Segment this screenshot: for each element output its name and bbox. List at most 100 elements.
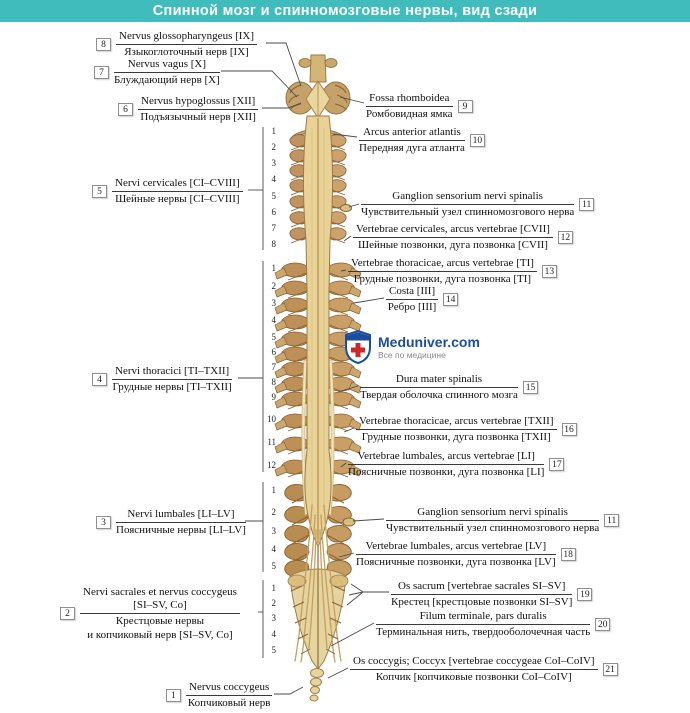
label-ref-number: 11 bbox=[604, 514, 620, 528]
label-nervi-sacrales-coccygeus: 2 Nervi sacrales et nervus coccygeus [SI… bbox=[60, 586, 240, 642]
label-russian: Ромбовидная ямка bbox=[366, 108, 453, 121]
label-latin: Nervi sacrales et nervus coccygeus bbox=[83, 586, 237, 598]
label-russian: Твердая оболочка спинного мозга bbox=[360, 389, 518, 402]
label-latin: Filum terminale, pars duralis bbox=[376, 610, 591, 626]
label-russian: Копчиковый нерв bbox=[187, 697, 271, 710]
label-latin: Nervus glossopharyngeus [IX] bbox=[116, 30, 258, 46]
label-latin: Nervus coccygeus bbox=[186, 681, 273, 697]
label-os-sacrum: Os sacrum [vertebrae sacrales SI–SV]Крес… bbox=[391, 580, 593, 609]
label-ref-number: 18 bbox=[560, 548, 576, 562]
leader-lines bbox=[221, 42, 389, 695]
label-ref-number: 14 bbox=[443, 293, 459, 307]
label-latin: Vertebrae thoracicae, arcus vertebrae [T… bbox=[356, 415, 557, 431]
label-latin: Os sacrum [vertebrae sacrales SI–SV] bbox=[391, 580, 573, 596]
label-russian: Блуждающий нерв [X] bbox=[114, 74, 220, 87]
logo-name: Meduniver.com bbox=[378, 334, 480, 350]
label-russian: Шейные нервы [CI–CVIII] bbox=[115, 193, 240, 206]
label-nervus-vagus: 7 Nervus vagus [X]Блуждающий нерв [X] bbox=[94, 58, 220, 87]
figure-title-bar: Спинной мозг и спинномозговые нервы, вид… bbox=[0, 0, 690, 22]
spinal-ganglion-cervical bbox=[340, 204, 352, 212]
label-arcus-vertebrae-li: Vertebrae lumbales, arcus vertebrae [LI]… bbox=[348, 450, 565, 479]
label-nervus-glossopharyngeus: 8 Nervus glossopharyngeus [IX]Языкоглото… bbox=[96, 30, 258, 59]
label-latin: Ganglion sensorium nervi spinalis bbox=[361, 190, 575, 206]
label-arcus-vertebrae-ti: Vertebrae thoracicae, arcus vertebrae [T… bbox=[348, 257, 557, 286]
label-ref-number: 8 bbox=[96, 38, 111, 52]
label-latin: Vertebrae cervicales, arcus vertebrae [C… bbox=[353, 223, 553, 239]
label-ref-number: 5 bbox=[92, 185, 107, 199]
label-nervi-thoracici: 4 Nervi thoracici [TI–TXII]Грудные нервы… bbox=[92, 365, 233, 394]
label-ref-number: 10 bbox=[469, 134, 485, 148]
label-ref-number: 21 bbox=[602, 663, 618, 677]
label-arcus-vertebrae-txii: Vertebrae thoracicae, arcus vertebrae [T… bbox=[356, 415, 577, 444]
meduniver-shield-icon bbox=[345, 330, 371, 364]
label-latin: Nervus hypoglossus [XII] bbox=[138, 95, 259, 111]
label-russian: Чувствительный узел спинномозгового нерв… bbox=[361, 206, 575, 219]
label-latin: Vertebrae thoracicae, arcus vertebrae [T… bbox=[348, 257, 537, 273]
label-arcus-vertebrae-lv: Vertebrae lumbales, arcus vertebrae [LV]… bbox=[356, 540, 576, 569]
label-ref-number: 7 bbox=[94, 66, 109, 80]
coccyx bbox=[309, 668, 324, 702]
label-latin: Vertebrae lumbales, arcus vertebrae [LI] bbox=[348, 450, 545, 466]
label-russian: Шейные позвонки, дуга позвонка [CVII] bbox=[357, 239, 548, 252]
label-russian: Крестец [крестцовые позвонки SI–SV] bbox=[391, 596, 573, 609]
label-russian: Поясничные нервы [LI–LV] bbox=[116, 524, 246, 537]
label-russian: Поясничные позвонки, дуга позвонка [LI] bbox=[348, 466, 545, 479]
label-latin: Nervi cervicales [CI–CVIII] bbox=[112, 177, 243, 193]
label-russian: Подъязычный нерв [XII] bbox=[140, 111, 256, 124]
label-arcus-vertebrae-cvii: Vertebrae cervicales, arcus vertebrae [C… bbox=[353, 223, 573, 252]
label-russian: Языкоглоточный нерв [IX] bbox=[124, 46, 249, 59]
label-ref-number: 4 bbox=[92, 373, 107, 387]
brainstem bbox=[285, 54, 351, 119]
figure-title: Спинной мозг и спинномозговые нервы, вид… bbox=[152, 3, 538, 19]
meduniver-logo: Meduniver.com Все по медицине bbox=[344, 330, 480, 364]
label-nervi-cervicales: 5 Nervi cervicales [CI–CVIII]Шейные нерв… bbox=[92, 177, 243, 206]
label-os-coccygis: Os coccygis; Coccyx [vertebrae coccygeae… bbox=[350, 655, 618, 684]
label-russian: Грудные позвонки, дуга позвонка [TI] bbox=[353, 273, 532, 286]
label-latin: Nervus vagus [X] bbox=[114, 58, 220, 74]
label-russian: Ребро [III] bbox=[387, 301, 437, 314]
label-nervus-hypoglossus: 6 Nervus hypoglossus [XII]Подъязычный не… bbox=[118, 95, 259, 124]
label-ref-number: 15 bbox=[522, 381, 538, 395]
label-latin: Dura mater spinalis bbox=[360, 373, 518, 389]
label-latin: Vertebrae lumbales, arcus vertebrae [LV] bbox=[356, 540, 556, 556]
label-russian: Передняя дуга атланта bbox=[359, 142, 465, 155]
label-nervi-lumbales: 3 Nervi lumbales [LI–LV]Поясничные нервы… bbox=[96, 508, 246, 537]
label-latin: Ganglion sensorium nervi spinalis bbox=[386, 506, 600, 522]
label-ref-number: 16 bbox=[561, 423, 577, 437]
label-ref-number: 11 bbox=[579, 198, 595, 212]
label-latin: Fossa rhomboidea bbox=[366, 92, 453, 108]
spinal-ganglion-lumbar bbox=[342, 517, 356, 527]
cauda-equina bbox=[294, 504, 342, 663]
label-russian: Грудные нервы [TI–TXII] bbox=[112, 381, 232, 394]
spinal-cord bbox=[302, 115, 334, 547]
label-ref-number: 2 bbox=[60, 607, 75, 621]
label-ref-number: 1 bbox=[166, 689, 181, 703]
label-russian: Крестцовые нервы bbox=[115, 615, 205, 628]
label-ref-number: 13 bbox=[541, 265, 557, 279]
label-latin: Costa [III] bbox=[386, 285, 439, 301]
label-ref-number: 20 bbox=[595, 618, 611, 632]
label-ref-number: 6 bbox=[118, 103, 133, 117]
label-costa-iii: Costa [III]Ребро [III] 14 bbox=[386, 285, 459, 314]
label-russian: Копчик [копчиковые позвонки CoI–CoIV] bbox=[375, 671, 572, 684]
label-ref-number: 19 bbox=[577, 588, 593, 602]
label-ref-number: 3 bbox=[96, 516, 111, 530]
label-russian: Поясничные позвонки, дуга позвонка [LV] bbox=[356, 556, 556, 569]
label-russian: Грудные позвонки, дуга позвонка [TXII] bbox=[361, 431, 551, 444]
label-ref-number: 12 bbox=[557, 231, 573, 245]
label-latin: Nervi lumbales [LI–LV] bbox=[116, 508, 246, 524]
label-ref-number: 9 bbox=[457, 100, 473, 114]
label-latin: Nervi thoracici [TI–TXII] bbox=[112, 365, 233, 381]
label-russian: Терминальная нить, твердооболочечная час… bbox=[376, 626, 591, 639]
logo-tagline: Все по медицине bbox=[378, 350, 446, 360]
label-russian: и копчиковый нерв [SI–SV, Co] bbox=[87, 628, 233, 641]
sacral-nerves bbox=[290, 585, 346, 655]
